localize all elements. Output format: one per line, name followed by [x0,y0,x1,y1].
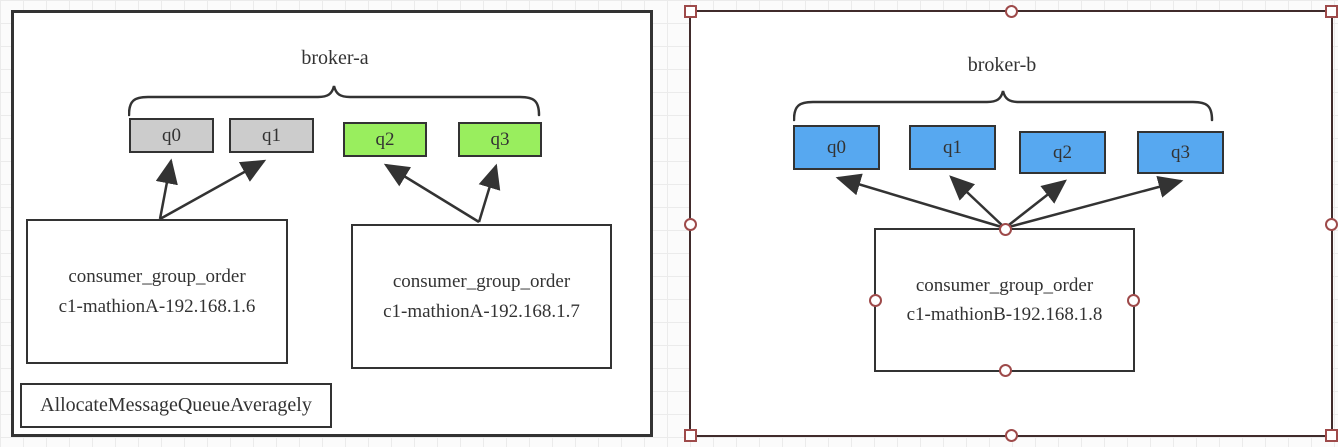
resize-handle-top-right[interactable] [1325,5,1338,18]
resize-handle-middle-left[interactable] [684,217,697,231]
queue-box-b-q3[interactable]: q3 [1137,131,1224,174]
connection-point-left[interactable] [869,294,882,307]
consumer-client-id: c1-mathionB-192.168.1.8 [906,304,1103,325]
queue-box-a-q3[interactable]: q3 [458,122,542,157]
consumer-group-name: consumer_group_order [392,271,571,293]
queue-label: q3 [1171,141,1190,163]
queue-box-a-q2[interactable]: q2 [343,122,427,157]
broker-b-brace [793,90,1214,122]
broker-a-title: broker-a [301,47,369,69]
consumer-client-id: c1-mathionA-192.168.1.7 [383,300,580,322]
queue-label: q2 [1053,141,1072,163]
consumer-box-a1[interactable]: consumer_group_order c1-mathionA-192.168… [26,219,288,364]
broker-a-panel[interactable]: broker-a q0 q1 q2 q3 consumer_group_orde… [11,10,653,437]
resize-handle-middle-right[interactable] [1325,217,1338,231]
queue-label: q0 [827,136,846,158]
queue-label: q1 [262,124,281,146]
resize-handle-bottom-right[interactable] [1325,429,1338,442]
broker-b-title: broker-b [967,54,1037,76]
connection-point-right[interactable] [1127,294,1140,307]
queue-box-b-q0[interactable]: q0 [793,125,880,170]
consumer-group-name: consumer_group_order [68,266,246,288]
consumer-group-name: consumer_group_order [915,274,1094,296]
resize-handle-top-middle[interactable] [1005,5,1018,18]
broker-b-panel[interactable]: broker-b q0 q1 q2 q3 consumer_group_orde… [684,5,1338,442]
queue-box-a-q0[interactable]: q0 [129,118,214,153]
resize-handle-bottom-left[interactable] [684,429,697,442]
consumer-box-b1[interactable]: consumer_group_order c1-mathionB-192.168… [869,223,1140,377]
queue-label: q2 [375,128,395,150]
consumer-box-a2[interactable]: consumer_group_order c1-mathionA-192.168… [351,224,612,369]
connection-point-bottom[interactable] [998,364,1012,377]
resize-handle-bottom-middle[interactable] [1005,429,1018,442]
queue-label: q1 [943,136,962,158]
queue-box-b-q1[interactable]: q1 [909,125,996,170]
allocate-strategy-label: AllocateMessageQueueAveragely [40,394,312,416]
queue-box-a-q1[interactable]: q1 [229,118,314,153]
consumer-client-id: c1-mathionA-192.168.1.6 [58,295,256,317]
queue-label: q3 [490,128,510,150]
broker-a-brace [128,85,541,117]
queue-box-b-q2[interactable]: q2 [1019,131,1106,174]
resize-handle-top-left[interactable] [684,5,697,18]
connection-point-top[interactable] [998,223,1012,236]
queue-label: q0 [162,124,181,146]
allocate-strategy-box[interactable]: AllocateMessageQueueAveragely [20,383,332,428]
